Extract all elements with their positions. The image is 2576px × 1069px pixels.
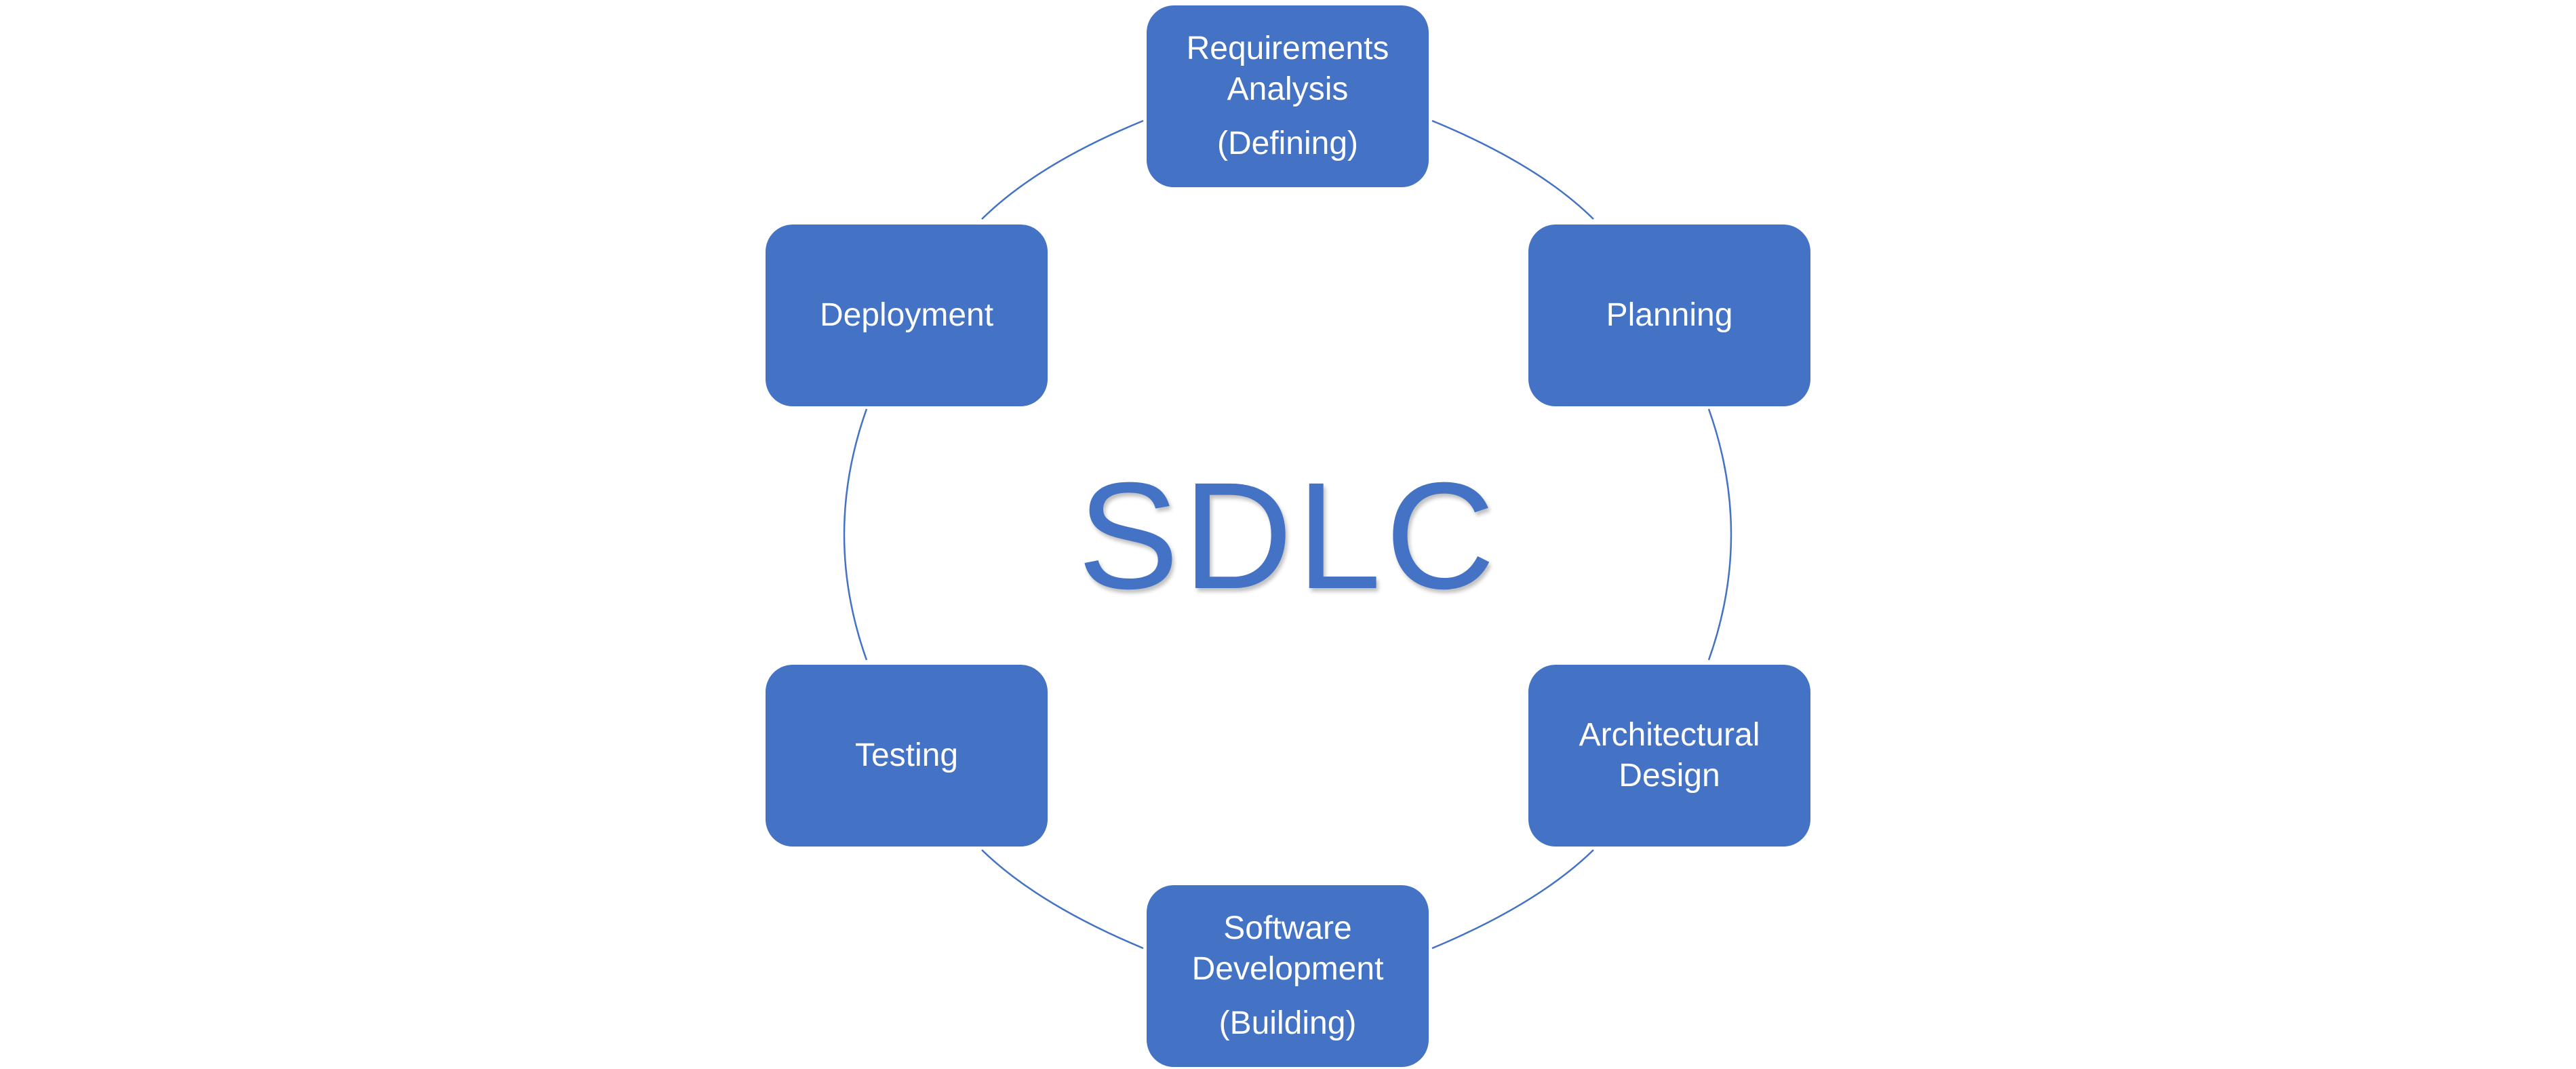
stage-label-line2: Analysis	[1227, 71, 1349, 107]
stage-label-line1: Requirements	[1186, 31, 1389, 66]
stage-label-line2: Design	[1619, 758, 1720, 794]
stage-architectural-design: Architectural Design	[1528, 665, 1810, 847]
stage-label-sub: (Building)	[1218, 1005, 1357, 1041]
stage-label-line1: Software	[1223, 910, 1352, 946]
ring-arc-testing-to-deployment	[843, 408, 868, 661]
ring-arc-architecture-to-development	[1431, 849, 1594, 950]
stage-requirements-analysis: Requirements Analysis (Defining)	[1147, 5, 1429, 187]
stage-label-line2: Development	[1191, 951, 1384, 987]
ring-arc-deployment-to-requirements	[981, 119, 1144, 220]
stage-label-sub: (Defining)	[1216, 125, 1359, 161]
ring-arc-development-to-testing	[981, 849, 1144, 950]
stage-planning: Planning	[1528, 225, 1810, 406]
center-title: SDLC	[1077, 450, 1499, 621]
ring-arc-planning-to-architecture	[1707, 408, 1732, 661]
stage-deployment: Deployment	[766, 225, 1048, 406]
stage-label-line1: Deployment	[819, 297, 994, 333]
stage-software-development: Software Development (Building)	[1147, 885, 1429, 1067]
stage-testing: Testing	[766, 665, 1048, 847]
ring-arc-requirements-to-planning	[1431, 119, 1594, 220]
stage-label-line1: Testing	[854, 737, 959, 773]
stage-label-line1: Planning	[1606, 297, 1733, 333]
stage-label-line1: Architectural	[1579, 717, 1760, 753]
